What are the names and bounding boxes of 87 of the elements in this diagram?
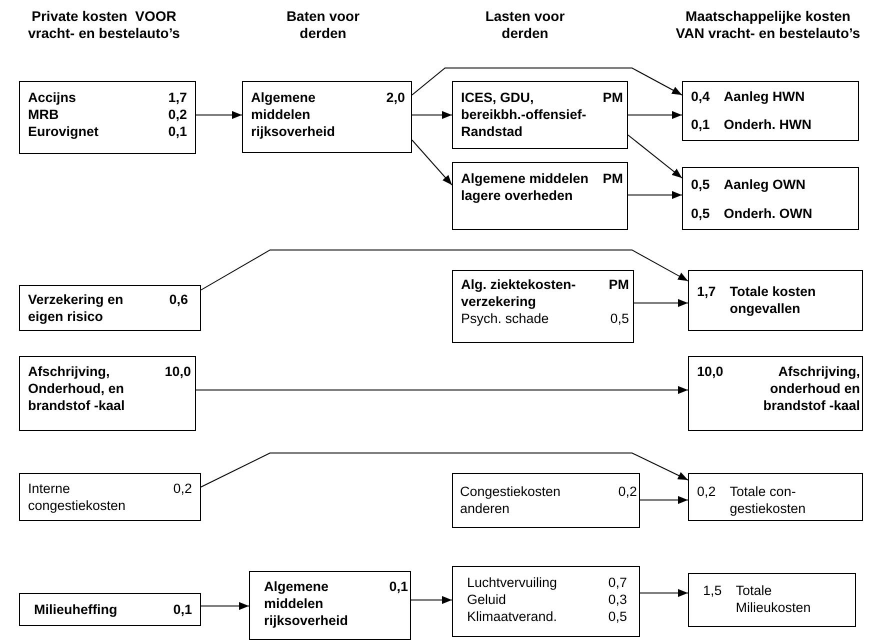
amount: 0,2 xyxy=(173,480,192,498)
cost-item: Afschrijving, Onderhoud, en brandstof -kaal xyxy=(28,363,126,414)
cost-box xyxy=(249,571,411,640)
arrow xyxy=(196,111,242,119)
cost-box xyxy=(19,81,196,154)
amount: PM xyxy=(602,170,623,188)
amount: 2,0 xyxy=(386,89,405,107)
arrow xyxy=(410,596,452,604)
amount: 0,2 xyxy=(168,106,187,123)
arrow xyxy=(200,250,688,290)
cost-item: Algemene middelen lagere overheden xyxy=(461,170,590,204)
cost-item: Milieuheffing xyxy=(34,601,118,618)
amount: 1,5 xyxy=(703,582,722,600)
amount: 10,0 xyxy=(164,363,191,381)
cost-box xyxy=(688,356,863,431)
arrow xyxy=(628,191,682,199)
arrow xyxy=(200,602,250,610)
amount: 0,3 xyxy=(608,591,627,608)
arrow xyxy=(634,299,688,307)
cost-item: Psych. schade xyxy=(461,310,550,327)
cost-item: Aanleg HWN xyxy=(724,88,806,105)
arrow xyxy=(640,589,688,597)
arrow xyxy=(628,111,682,119)
cost-item: Aanleg OWN xyxy=(724,176,807,193)
amount: 0,2 xyxy=(697,483,716,501)
cost-item: Alg. ziektekosten-verzekering xyxy=(461,276,577,310)
arrow xyxy=(412,111,452,119)
cost-item: Afschrijving, onderhoud en brandstof -kaal xyxy=(762,363,860,414)
cost-item: Geluid xyxy=(467,591,508,608)
arrow xyxy=(200,452,688,488)
arrow xyxy=(640,496,688,504)
amount: 1,7 xyxy=(697,283,716,301)
cost-item: Verzekering en eigen risico xyxy=(28,291,124,325)
cost-item: Congestiekosten anderen xyxy=(460,483,562,517)
cost-item: Totale con- gestiekosten xyxy=(730,483,807,517)
cost-item: MRB xyxy=(28,106,60,123)
cost-box xyxy=(688,473,863,521)
amount: 0,5 xyxy=(609,310,629,327)
amount: 0,1 xyxy=(168,123,187,140)
amount: 0,5 xyxy=(691,176,710,193)
cost-item: Algemene middelen rijksoverheid xyxy=(251,89,336,140)
column-heading: Baten voor derden xyxy=(285,8,361,42)
cost-item: Algemene middelen rijksoverheid xyxy=(264,578,350,629)
cost-item: Accijns xyxy=(28,89,78,106)
arrow xyxy=(412,68,682,96)
cost-box xyxy=(452,162,628,230)
cost-box xyxy=(452,270,634,343)
amount: 0,5 xyxy=(608,608,627,625)
amount: 0,6 xyxy=(169,291,188,309)
cost-item: Onderh. OWN xyxy=(724,205,814,222)
cost-item: Luchtvervuiling xyxy=(467,574,558,591)
cost-box xyxy=(688,573,856,627)
cost-item: Interne congestiekosten xyxy=(28,480,127,514)
arrow xyxy=(628,134,682,178)
cost-item: ICES, GDU, bereikbh.-offensief-Randstad xyxy=(461,89,588,140)
amount: 0,2 xyxy=(618,483,637,501)
cost-item: Eurovignet xyxy=(28,123,100,140)
arrow xyxy=(196,386,688,394)
arrow xyxy=(412,140,452,186)
amount: PM xyxy=(602,89,623,107)
cost-item: Totale kosten ongevallen xyxy=(730,283,817,317)
amount: 10,0 xyxy=(697,363,724,381)
cost-box xyxy=(452,566,640,637)
column-heading: Lasten voor derden xyxy=(484,8,566,42)
cost-box xyxy=(19,356,196,431)
column-heading: Private kosten VOOR vracht- en bestelauto’s xyxy=(27,8,181,42)
cost-box xyxy=(452,473,640,528)
cost-item: Totale Milieukosten xyxy=(736,582,812,616)
amount: 0,7 xyxy=(608,574,627,591)
cost-box xyxy=(242,81,412,153)
cost-item: Onderh. HWN xyxy=(724,116,813,133)
amount: 0,1 xyxy=(691,116,710,133)
cost-box xyxy=(688,270,863,331)
amount: 0,1 xyxy=(173,601,192,618)
cost-box xyxy=(682,81,859,141)
amount: PM xyxy=(608,276,629,294)
cost-item: Klimaatverand. xyxy=(467,608,558,625)
cost-box xyxy=(19,593,201,626)
amount: 1,7 xyxy=(168,89,187,106)
amount: 0,4 xyxy=(691,88,710,105)
cost-box xyxy=(19,285,201,331)
cost-box xyxy=(682,167,859,230)
amount: 0,1 xyxy=(389,578,408,596)
cost-box xyxy=(452,81,628,149)
column-heading: Maatschappelijke kosten VAN vracht- en bestelauto’s xyxy=(674,8,862,42)
amount: 0,5 xyxy=(691,205,710,222)
cost-box xyxy=(19,473,201,521)
